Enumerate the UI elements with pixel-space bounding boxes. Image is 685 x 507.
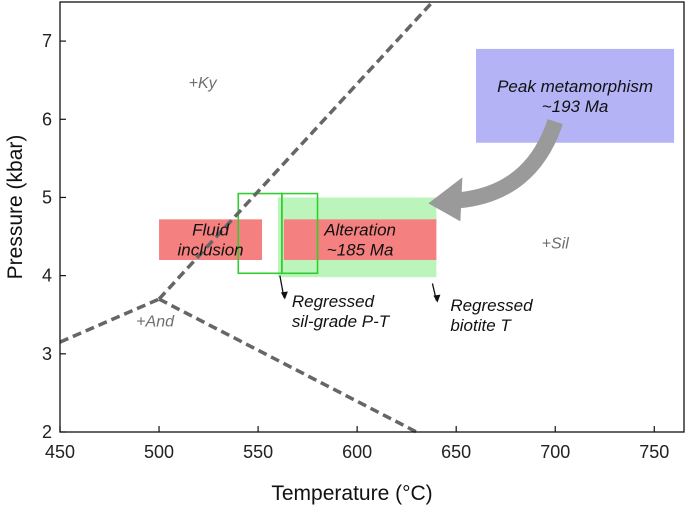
outline-boxes-layer bbox=[237, 192, 319, 275]
phase-boundary-ky-sil bbox=[157, 0, 434, 301]
y-tick-label-4: 4 bbox=[42, 266, 52, 286]
peak-to-alteration-arrow bbox=[457, 118, 563, 209]
x-tick-label-600: 600 bbox=[342, 442, 372, 462]
phase-boundary-and-sil bbox=[158, 297, 418, 434]
region-label-3: Alteration~185 Ma bbox=[323, 221, 396, 260]
y-tick-label-7: 7 bbox=[42, 31, 52, 51]
labels-layer: +Ky +Sil +And Peak metamorphism~193 Ma Fluid… bbox=[136, 75, 653, 335]
phase-boundaries-layer bbox=[59, 0, 434, 434]
y-tick-label-6: 6 bbox=[42, 109, 52, 129]
region-label-0: Peak metamorphism~193 Ma bbox=[497, 77, 653, 116]
region-2 bbox=[159, 219, 263, 260]
x-tick-label-750: 750 bbox=[639, 442, 669, 462]
field-label-2: +And bbox=[136, 313, 175, 330]
region-0 bbox=[476, 48, 675, 143]
y-tick-label-3: 3 bbox=[42, 344, 52, 364]
field-label-0: +Ky bbox=[189, 75, 218, 92]
y-tick-label-5: 5 bbox=[42, 187, 52, 207]
annotation-pointer-head-0 bbox=[280, 291, 288, 300]
x-tick-label-500: 500 bbox=[144, 442, 174, 462]
arrow-layer bbox=[428, 118, 563, 222]
y-axis-title: Pressure (kbar) bbox=[4, 135, 27, 280]
plot-frame bbox=[59, 1, 685, 433]
x-tick-label-650: 650 bbox=[441, 442, 471, 462]
x-axis-title: Temperature (°C) bbox=[271, 482, 432, 505]
arrow-head bbox=[428, 177, 463, 222]
x-tick-label-450: 450 bbox=[45, 442, 75, 462]
phase-boundary-and-ky bbox=[59, 297, 160, 344]
outline-box-1 bbox=[281, 192, 319, 275]
region-3 bbox=[283, 219, 437, 260]
x-tick-label-550: 550 bbox=[243, 442, 273, 462]
regions-layer bbox=[159, 48, 675, 278]
y-tick-label-2: 2 bbox=[42, 422, 52, 442]
field-label-1: +Sil bbox=[542, 235, 570, 252]
annotation-pointer-head-1 bbox=[433, 294, 441, 303]
x-tick-label-700: 700 bbox=[540, 442, 570, 462]
